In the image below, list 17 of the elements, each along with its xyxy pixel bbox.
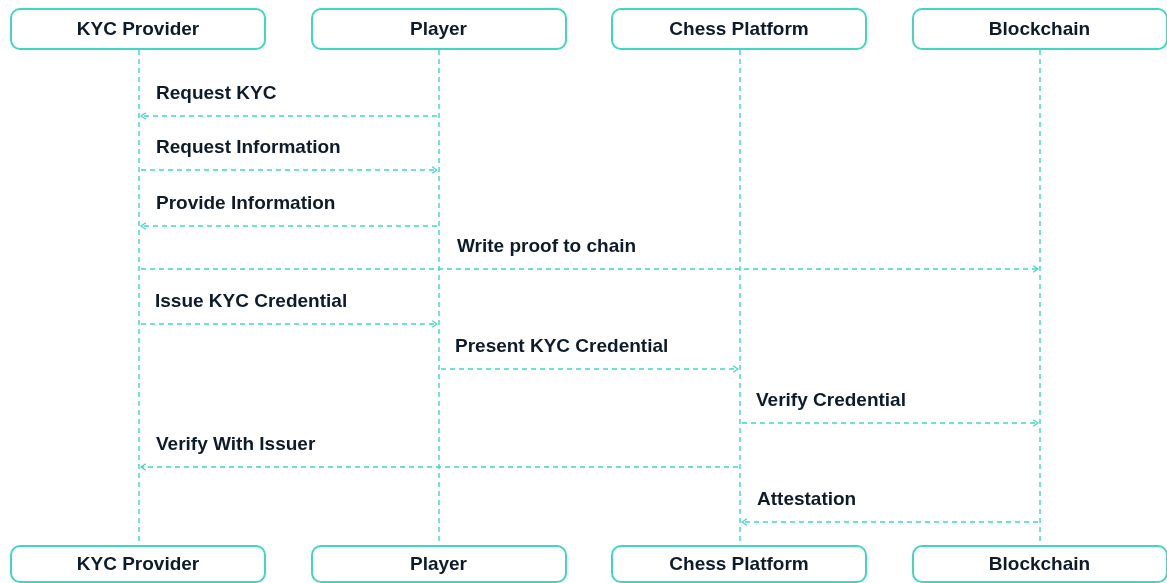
participant-box: Blockchain [911,8,1167,50]
message-arrow [140,265,1039,273]
participant-box: Chess Platform [611,8,867,50]
message-arrow [741,419,1039,427]
message-arrow [440,365,739,373]
message-arrow [140,320,438,328]
participant-box: Player [310,545,567,583]
participant-box: KYC Provider [10,8,266,50]
message-arrow [140,222,438,230]
participant-box: KYC Provider [10,545,266,583]
participant-box: Chess Platform [611,545,867,583]
message-arrow [140,112,438,120]
participant-box: Blockchain [911,545,1167,583]
message-arrow [741,518,1039,526]
message-arrow [140,463,739,471]
participant-box: Player [310,8,567,50]
message-arrow [140,166,438,174]
